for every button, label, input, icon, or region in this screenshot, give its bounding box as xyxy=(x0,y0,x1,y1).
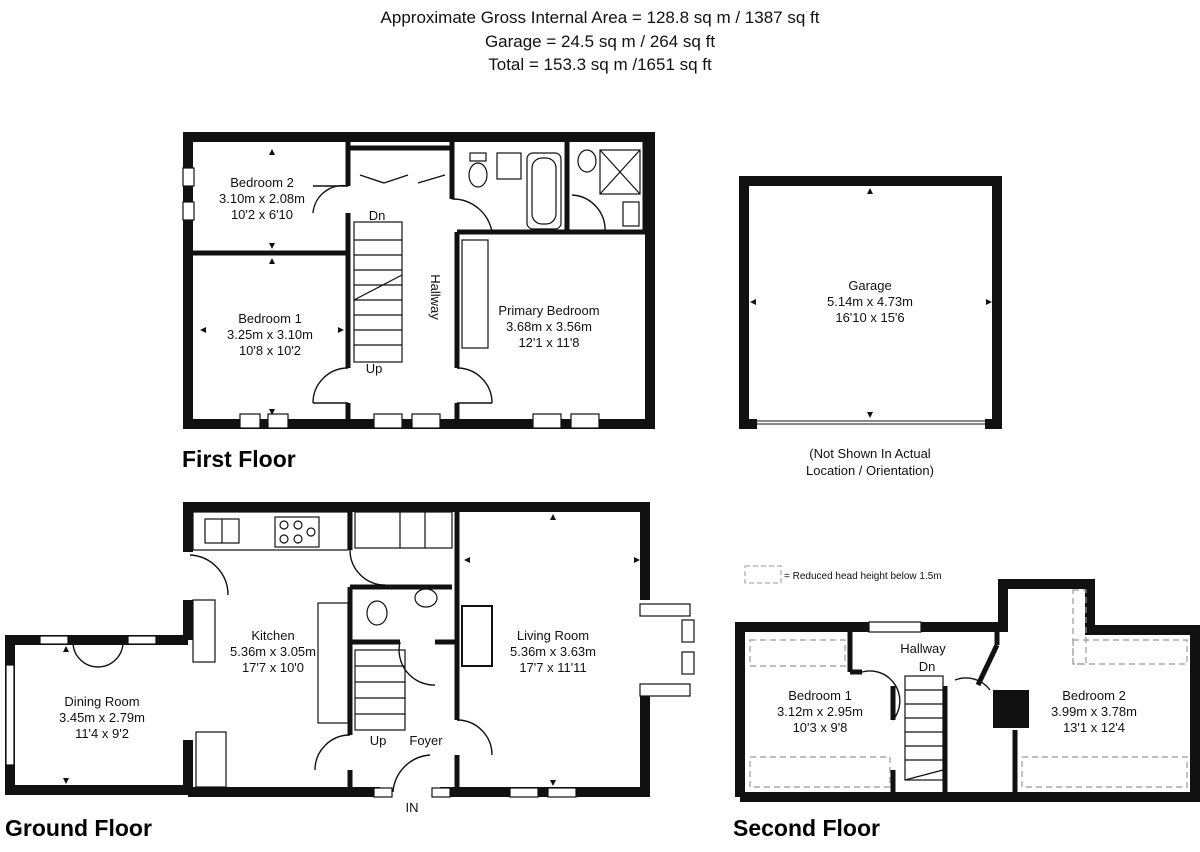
area-line-3: Total = 153.3 sq m /1651 sq ft xyxy=(488,55,712,74)
ground-floor-title: Ground Floor xyxy=(5,815,152,841)
living-imperial: 17'7 x 11'11 xyxy=(519,660,586,675)
bedroom1-sf-name: Bedroom 1 xyxy=(788,688,852,703)
living-name: Living Room xyxy=(517,628,589,643)
living-metric: 5.36m x 3.63m xyxy=(510,644,596,659)
second-floor-plan: = Reduced head height below 1.5m xyxy=(733,565,1200,841)
bedroom2-sf-imperial: 13'1 x 12'4 xyxy=(1063,720,1125,735)
primary-metric: 3.68m x 3.56m xyxy=(506,319,592,334)
garage-plan: Garage 5.14m x 4.73m 16'10 x 15'6 (Not S… xyxy=(739,176,1002,478)
kitchen-name: Kitchen xyxy=(251,628,294,643)
bedroom1-ff-imperial: 10'8 x 10'2 xyxy=(239,343,301,358)
bedroom2-ff-imperial: 10'2 x 6'10 xyxy=(231,207,293,222)
area-line-2: Garage = 24.5 sq m / 264 sq ft xyxy=(485,32,715,51)
bedroom1-ff-metric: 3.25m x 3.10m xyxy=(227,327,313,342)
hallway-sf-label: Hallway xyxy=(900,641,946,656)
legend-swatch xyxy=(744,565,782,584)
area-summary: Approximate Gross Internal Area = 128.8 … xyxy=(381,8,820,74)
dining-name: Dining Room xyxy=(64,694,139,709)
foyer-label: Foyer xyxy=(409,733,443,748)
garage-name: Garage xyxy=(848,278,891,293)
primary-imperial: 12'1 x 11'8 xyxy=(518,335,579,350)
up-ff-label: Up xyxy=(366,361,383,376)
bedroom1-sf-imperial: 10'3 x 9'8 xyxy=(793,720,848,735)
dining-metric: 3.45m x 2.79m xyxy=(59,710,145,725)
bedroom2-ff-name: Bedroom 2 xyxy=(230,175,294,190)
primary-name: Primary Bedroom xyxy=(498,303,599,318)
ground-floor-plan: Kitchen 5.36m x 3.05m 17'7 x 10'0 Living… xyxy=(5,502,695,841)
bedroom1-ff-name: Bedroom 1 xyxy=(238,311,302,326)
dining-imperial: 11'4 x 9'2 xyxy=(75,726,129,741)
up-gf-label: Up xyxy=(370,733,387,748)
first-floor-plan: Bedroom 2 3.10m x 2.08m 10'2 x 6'10 Bedr… xyxy=(182,132,655,472)
hallway-ff-label: Hallway xyxy=(428,274,443,320)
kitchen-imperial: 17'7 x 10'0 xyxy=(242,660,304,675)
kitchen-metric: 5.36m x 3.05m xyxy=(230,644,316,659)
garage-note-2: Location / Orientation) xyxy=(806,463,934,478)
in-label: IN xyxy=(406,800,419,815)
first-floor-title: First Floor xyxy=(182,446,296,472)
second-floor-title: Second Floor xyxy=(733,815,880,841)
garage-metric: 5.14m x 4.73m xyxy=(827,294,913,309)
dn-sf-label: Dn xyxy=(919,659,936,674)
garage-note-1: (Not Shown In Actual xyxy=(809,446,931,461)
area-line-1: Approximate Gross Internal Area = 128.8 … xyxy=(381,8,820,27)
dn-ff-label: Dn xyxy=(369,208,386,223)
bedroom2-sf-name: Bedroom 2 xyxy=(1062,688,1126,703)
legend-text: = Reduced head height below 1.5m xyxy=(784,571,942,582)
bedroom2-sf-metric: 3.99m x 3.78m xyxy=(1051,704,1137,719)
bedroom1-sf-metric: 3.12m x 2.95m xyxy=(777,704,863,719)
bedroom2-ff-metric: 3.10m x 2.08m xyxy=(219,191,305,206)
garage-imperial: 16'10 x 15'6 xyxy=(835,310,904,325)
